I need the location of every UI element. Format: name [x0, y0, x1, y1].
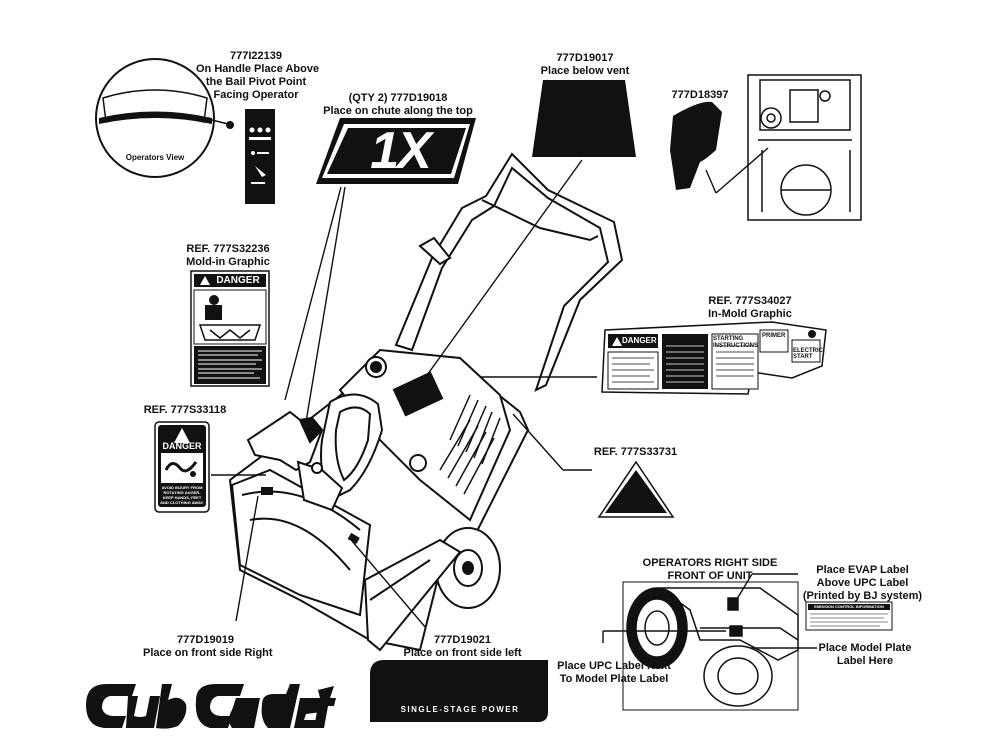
label-777d19018: (QTY 2) 777D19018 Place on chute along t… [318, 92, 478, 118]
right-side-inset [622, 581, 799, 711]
part-number: 777D19021 [434, 634, 491, 646]
label-line: Place on front side Right [143, 647, 273, 659]
1x-decal-text: 1X [370, 122, 432, 180]
label-model-plate: Place Model Plate Label Here [815, 642, 915, 668]
label-line: Place on chute along the top [323, 105, 473, 117]
in-mold-danger-word: DANGER [622, 336, 657, 345]
label-operators-right-side: OPERATORS RIGHT SIDE FRONT OF UNIT [640, 557, 780, 583]
ref-number: REF. 777S33118 [143, 404, 227, 416]
ref-number: REF. 777S33731 [593, 446, 678, 458]
warning-triangle [597, 460, 675, 518]
vent-decal [532, 80, 636, 157]
label-line: Place EVAP Label [816, 564, 909, 576]
label-line: Place Model Plate [818, 642, 912, 654]
label-777i22139: 777I22139 On Handle Place Above the Bail… [196, 50, 320, 102]
operators-view-circle [95, 58, 234, 178]
label-line: Above UPC Label [816, 577, 909, 589]
label-line: Label Here [836, 655, 894, 667]
engine-inset [747, 74, 862, 221]
electric-start-text: ELECTRIC START [793, 348, 823, 360]
label-777d19021: 777D19021 Place on front side left [400, 634, 525, 660]
ref-number: REF. 777S32236 [186, 243, 270, 255]
starting-instructions-text: STARTING INSTRUCTIONS [713, 336, 758, 349]
label-line: Place below vent [540, 65, 630, 77]
label-line: On Handle Place Above [196, 63, 320, 75]
label-line: To Model Plate Label [559, 673, 669, 685]
label-ref-777s33118: REF. 777S33118 [140, 404, 230, 417]
operators-view-label: Operators View [125, 153, 185, 162]
danger-word: DANGER [216, 275, 260, 286]
label-777d19017: 777D19017 Place below vent [530, 52, 640, 78]
part-number: 777I22139 [230, 50, 282, 62]
auger-danger-text: AVOID INJURY FROM ROTATING AUGER- KEEP H… [160, 485, 204, 505]
1x-decal [316, 118, 476, 184]
handle-decal [245, 109, 275, 204]
part-number: 777D19019 [177, 634, 234, 646]
label-line: OPERATORS RIGHT SIDE [642, 557, 778, 569]
single-stage-badge [370, 660, 548, 722]
leader-lines [211, 147, 769, 629]
label-line: Facing Operator [213, 89, 299, 101]
part-number: (QTY 2) 777D19018 [348, 92, 448, 104]
label-line: FRONT OF UNIT [667, 570, 753, 582]
snowblower-body [228, 152, 624, 652]
inset-leaders [602, 573, 817, 649]
label-evap: Place EVAP Label Above UPC Label (Printe… [800, 564, 925, 603]
single-stage-text: SINGLE-STAGE POWER [400, 705, 520, 714]
label-line: In-Mold Graphic [708, 308, 792, 320]
auger-danger-word: DANGER [162, 441, 202, 451]
part-number: 777D19017 [556, 52, 614, 64]
label-upc: Place UPC Label Next To Model Plate Labe… [549, 660, 679, 686]
part-number: 777D18397 [671, 89, 729, 101]
label-777d18397: 777D18397 [665, 89, 735, 102]
danger-decal-auger [154, 421, 210, 513]
evap-label-title: EMISSION CONTROL INFORMATION [814, 604, 884, 609]
label-line: Place UPC Label Next [557, 660, 671, 672]
ref-number: REF. 777S34027 [708, 295, 792, 307]
label-line: the Bail Pivot Point [205, 76, 307, 88]
label-ref-777s34027: REF. 777S34027 In-Mold Graphic [695, 295, 805, 321]
label-ref-777s33731: REF. 777S33731 [588, 446, 683, 459]
label-line: Mold-in Graphic [186, 256, 270, 268]
side-decal [670, 101, 722, 190]
in-mold-danger-panel [601, 321, 827, 395]
danger-decal-mold-in [190, 270, 270, 387]
primer-text: PRIMER [762, 333, 786, 339]
label-ref-777s32236: REF. 777S32236 Mold-in Graphic [178, 243, 278, 269]
brand-logo [86, 684, 336, 729]
label-line: (Printed by BJ system) [802, 590, 923, 602]
evap-label [805, 601, 893, 631]
label-777d19019: 777D19019 Place on front side Right [143, 634, 273, 660]
label-line: Place on front side left [403, 647, 522, 659]
